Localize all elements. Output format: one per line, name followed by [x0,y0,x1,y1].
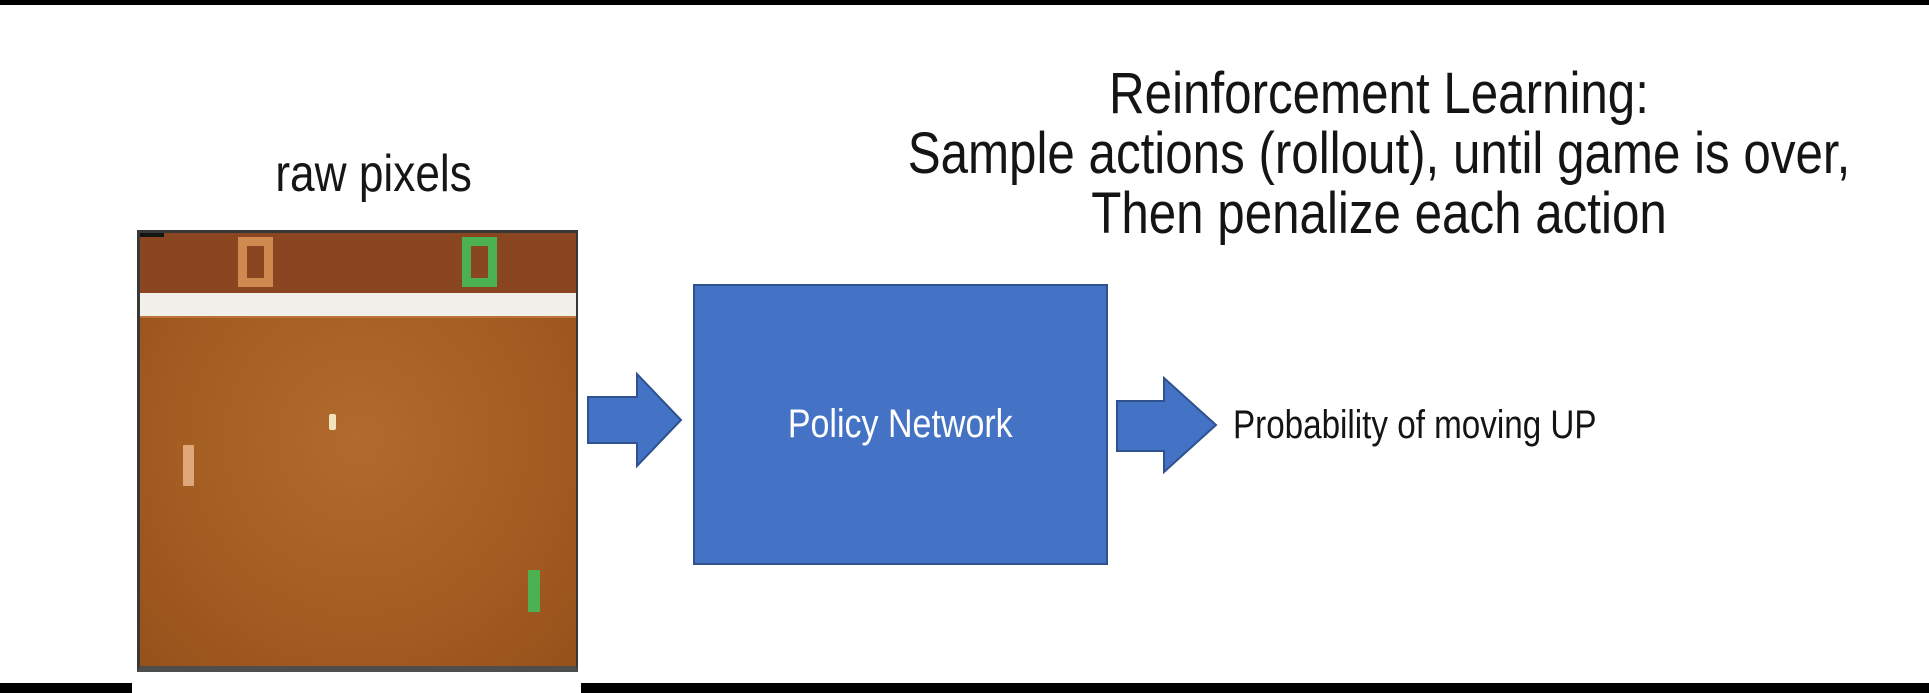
raw-pixels-caption-text: raw pixels [275,145,473,203]
headline-line-3: Then penalize each action [1091,181,1667,246]
pong-left-paddle [183,445,194,486]
output-probability-label: Probability of moving UP [1233,403,1597,447]
network-to-output-arrow-icon [1116,376,1218,474]
bottom-letterbox-bar-left [0,683,132,693]
pong-ball [329,414,336,430]
pong-left-score-digit [238,237,273,287]
raw-pixels-caption: raw pixels [174,146,574,202]
pong-score-band [140,233,576,293]
pong-playfield [140,318,576,666]
headline: Reinforcement Learning: Sample actions (… [869,64,1889,244]
bottom-letterbox-bar-right [581,683,1929,693]
pong-top-wall [140,293,576,318]
pong-corner-notch [140,233,164,237]
headline-line-2: Sample actions (rollout), until game is … [907,121,1851,186]
headline-line-1: Reinforcement Learning: [1109,61,1649,126]
pong-right-paddle [528,570,540,612]
pong-right-score-digit [462,237,497,287]
top-letterbox-bar [0,0,1929,5]
pong-game-image [137,230,578,672]
policy-network-box: Policy Network [693,284,1108,565]
pixels-to-network-arrow-icon [587,372,683,468]
policy-network-label: Policy Network [788,402,1013,446]
